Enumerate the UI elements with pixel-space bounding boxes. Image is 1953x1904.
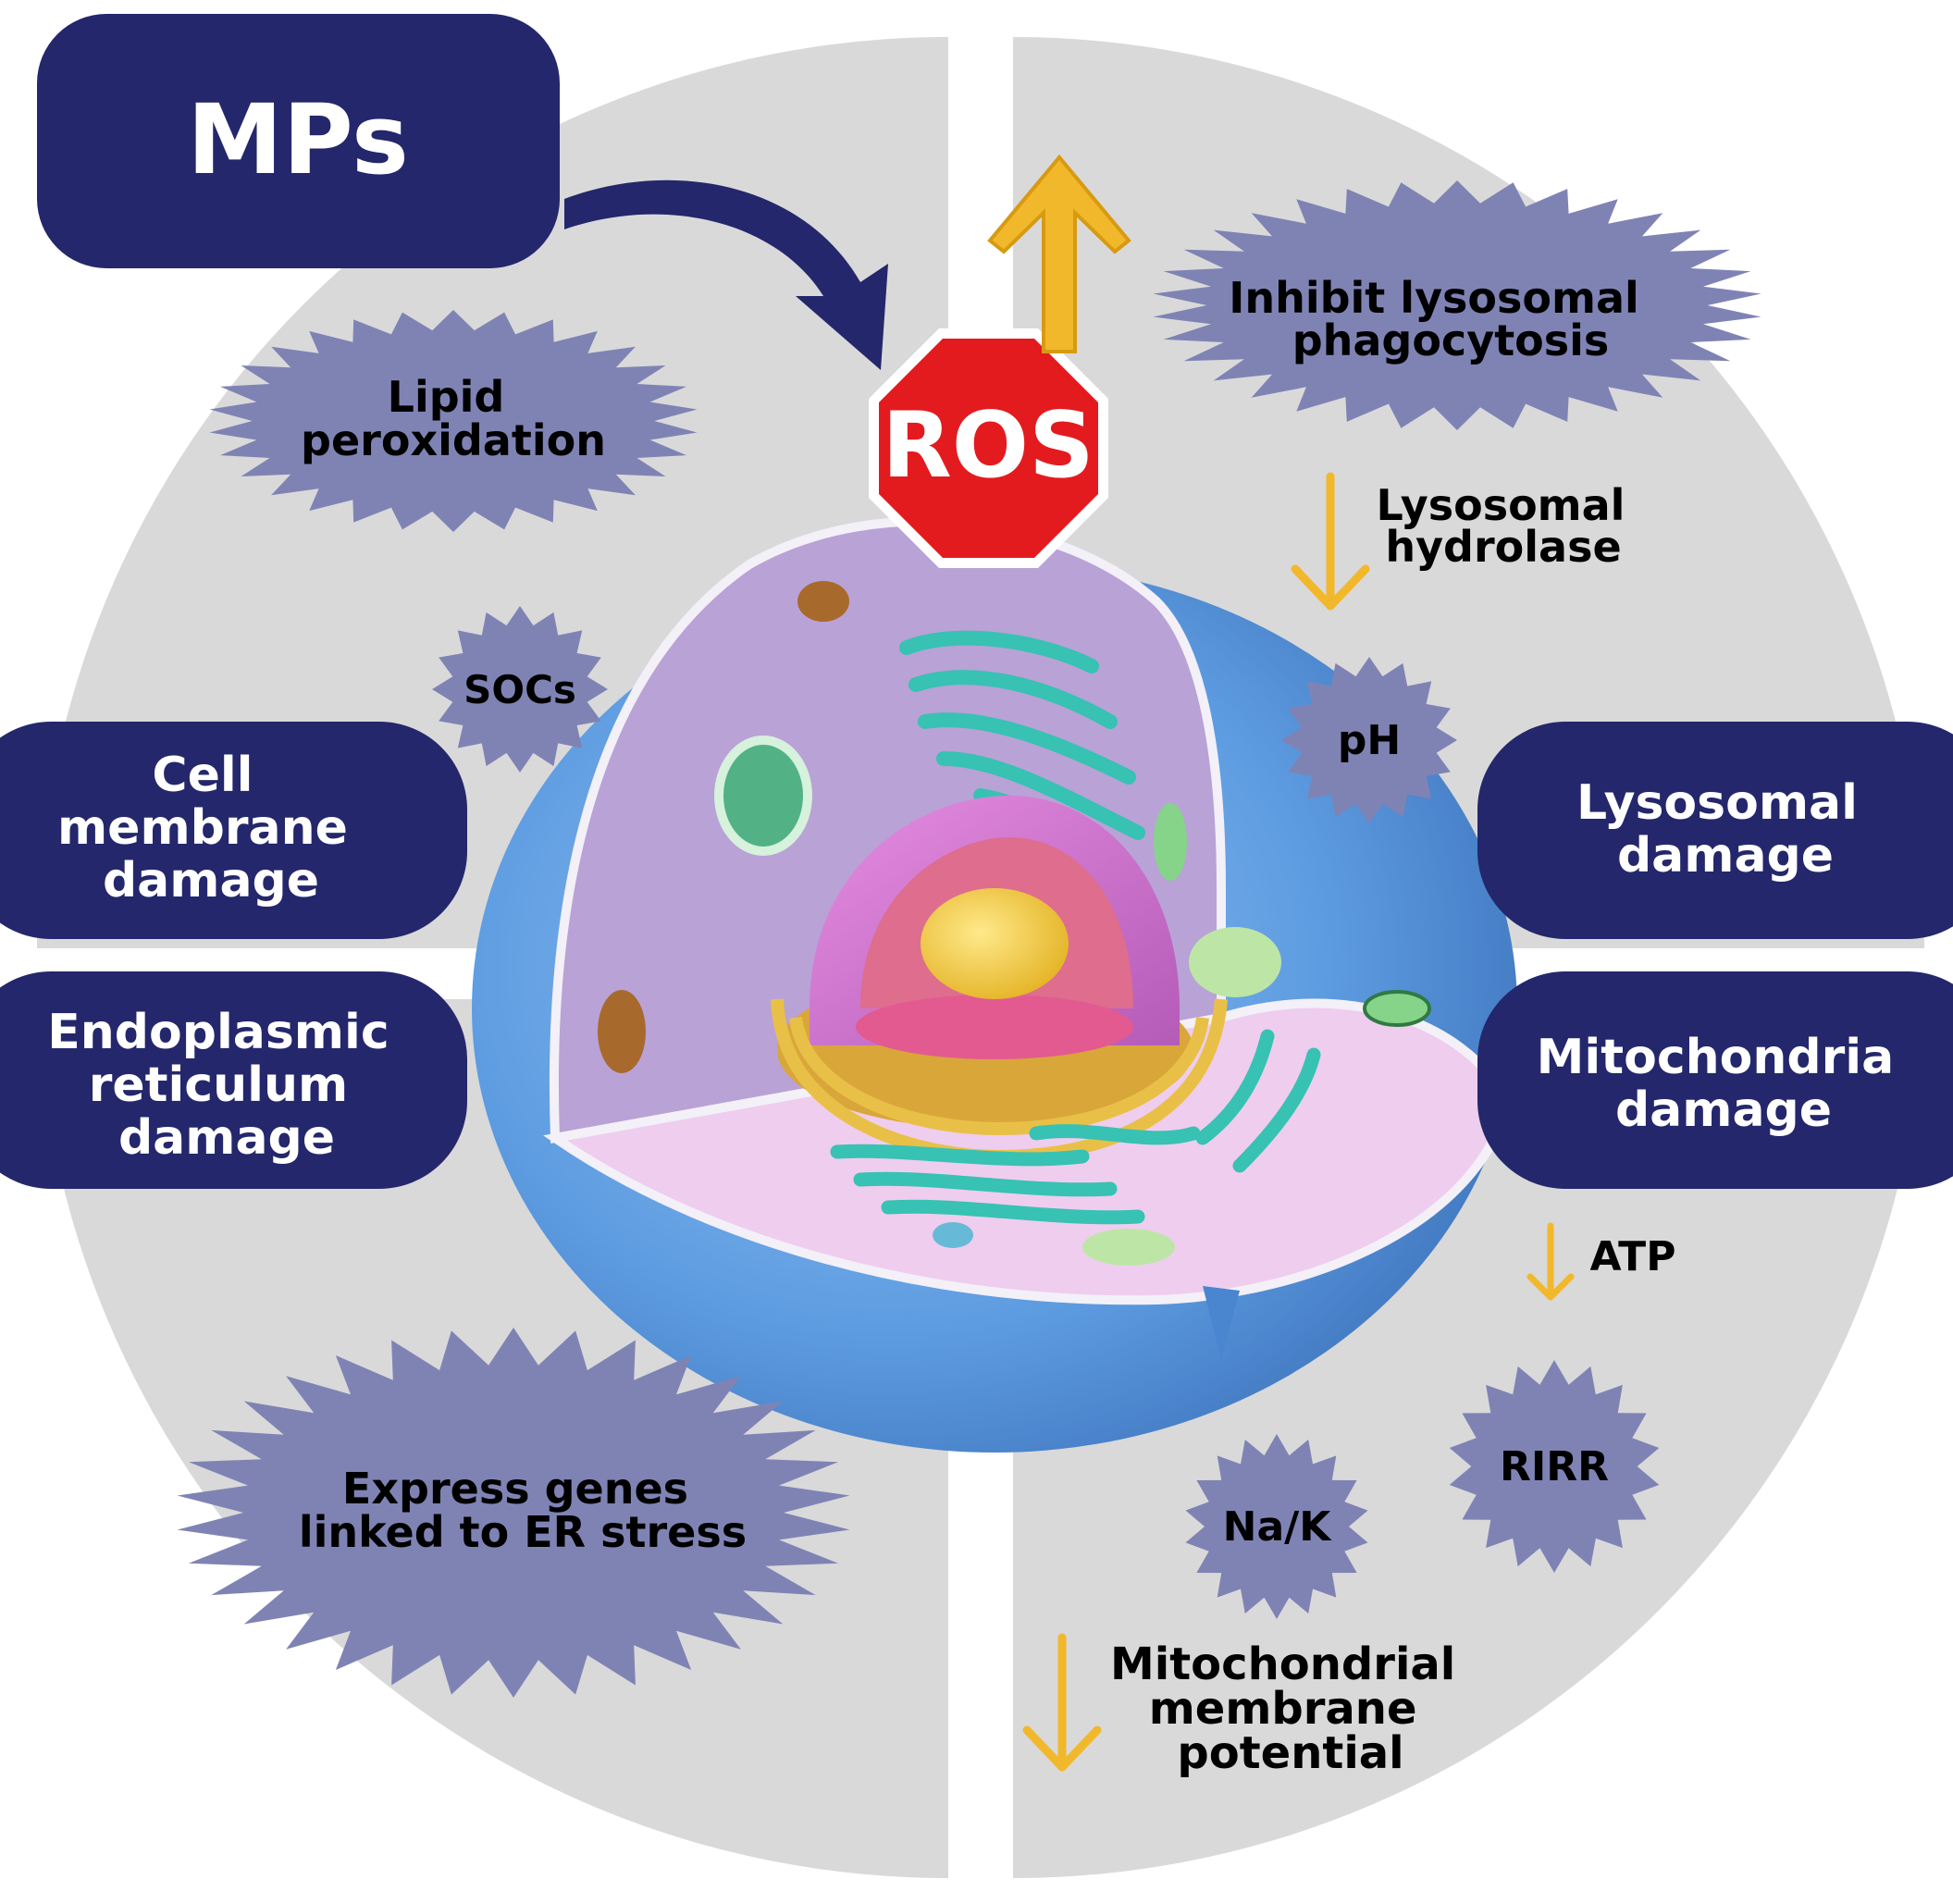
lipid-peroxidation-label: Lipid peroxidation xyxy=(301,372,606,465)
socs-label: SOCs xyxy=(464,667,576,712)
mitochondrion-lower xyxy=(1363,990,1431,1027)
ph-label: pH xyxy=(1338,717,1401,764)
mmp-label: Mitochondrial membrane potential xyxy=(1110,1638,1471,1779)
lysosomal-label: Lysosomal damage xyxy=(1576,775,1874,884)
down-arrow-icon xyxy=(1291,472,1370,611)
cell-membrane-label: Cell membrane damage xyxy=(57,748,365,909)
burst-ph: pH xyxy=(1281,657,1457,823)
indicator-atp: ATP xyxy=(1527,1222,1676,1301)
indicator-lysosomal-hydrolase: Lysosomal hydrolase xyxy=(1291,472,1640,611)
mitochondrion-upper xyxy=(1154,803,1187,881)
vesicle-green-1 xyxy=(1189,927,1281,997)
mps-to-ros-arrow xyxy=(564,179,888,370)
mps-box xyxy=(37,14,560,268)
vacuole xyxy=(714,736,812,856)
category-lysosomal: Lysosomal damage xyxy=(1477,722,1953,939)
er-stress-label: Express genes linked to ER stress xyxy=(299,1464,747,1557)
lysosomal-hydrolase-label: Lysosomal hydrolase xyxy=(1377,480,1640,572)
vesicle-brown-2 xyxy=(598,990,646,1073)
nucleolus xyxy=(921,888,1069,999)
nak-label: Na/K xyxy=(1223,1503,1333,1551)
vesicle-blue xyxy=(933,1222,973,1248)
burst-nak: Na/K xyxy=(1185,1434,1368,1619)
burst-lysosomal-phagocytosis: Inhibit lysosomal phagocytosis xyxy=(1153,180,1761,430)
indicator-mmp: Mitochondrial membrane potential xyxy=(1022,1633,1471,1779)
vesicle-green-2 xyxy=(1082,1229,1175,1266)
ros-stop-sign: ROS xyxy=(869,328,1108,568)
down-arrow-icon xyxy=(1022,1633,1102,1772)
category-cell-membrane: Cell membrane damage xyxy=(0,722,467,939)
category-mitochondria: Mitochondria damage xyxy=(1477,971,1953,1189)
rough-er xyxy=(830,1029,1321,1225)
burst-socs: SOCs xyxy=(432,606,608,773)
cell-illustration xyxy=(472,516,1540,1453)
nucleus xyxy=(771,796,1228,1164)
burst-rirr: RIRR xyxy=(1449,1360,1660,1573)
category-er: Endoplasmic reticulum damage xyxy=(0,971,467,1189)
cell-spike-bottom xyxy=(1203,1286,1240,1360)
ros-up-arrow xyxy=(987,154,1131,353)
burst-er-stress: Express genes linked to ER stress xyxy=(177,1328,850,1698)
burst-lipid-peroxidation: Lipid peroxidation xyxy=(209,310,698,532)
atp-label: ATP xyxy=(1590,1233,1676,1280)
down-arrow-icon xyxy=(1527,1222,1575,1301)
lysosomal-phagocytosis-label: Inhibit lysosomal phagocytosis xyxy=(1229,273,1654,365)
er-label: Endoplasmic reticulum damage xyxy=(47,1005,406,1166)
mps-label: MPs xyxy=(187,83,409,196)
rirr-label: RIRR xyxy=(1500,1443,1609,1490)
ros-label: ROS xyxy=(882,393,1094,499)
mitochondria-label: Mitochondria damage xyxy=(1537,1030,1911,1138)
mps-source: MPs xyxy=(37,14,560,268)
vesicle-brown-1 xyxy=(797,581,849,622)
